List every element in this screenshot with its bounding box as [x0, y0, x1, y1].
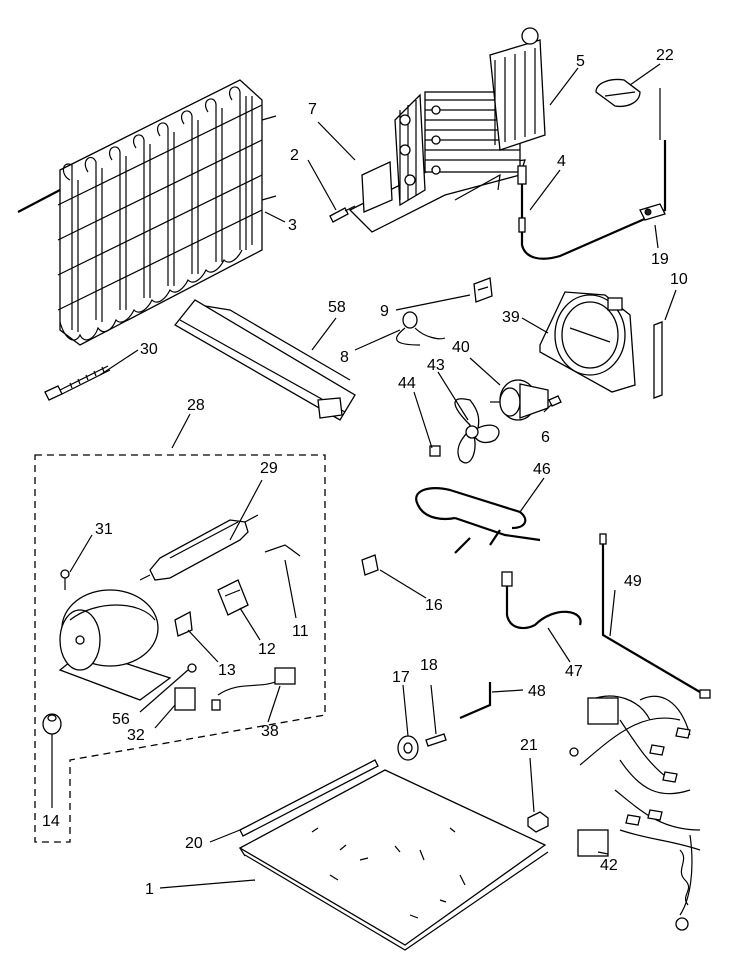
part-thermistor-8: [395, 311, 446, 346]
callout-13: 13: [218, 662, 236, 679]
callout-49: 49: [624, 573, 642, 590]
part-relay-12: [217, 579, 249, 616]
part-screw-6: [548, 395, 562, 407]
callout-28: 28: [187, 397, 205, 414]
part-fan-shroud: [539, 291, 636, 393]
part-bolt-30: [44, 365, 111, 401]
part-bracket-9: [473, 277, 493, 303]
part-tube-48: [459, 682, 492, 720]
callout-14: 14: [42, 813, 60, 830]
part-cap-22: [595, 78, 641, 108]
callout-31: 31: [95, 521, 113, 538]
part-nut-21: [527, 811, 549, 833]
part-wiring-harness: [569, 695, 701, 931]
part-fan-blade: [429, 398, 500, 464]
part-screw-2: [329, 205, 356, 223]
part-grommet-14: [42, 713, 62, 735]
callout-8: 8: [340, 349, 349, 366]
part-clip-19: [639, 203, 666, 221]
part-tube-47: [501, 571, 582, 630]
part-condenser-coil: [17, 79, 277, 346]
part-roller-17: [397, 735, 419, 761]
part-heater-wire: [517, 88, 667, 260]
part-screw-18: [425, 733, 447, 747]
part-tube-49: [599, 533, 711, 699]
callout-47: 47: [565, 663, 583, 680]
part-strip-10: [653, 321, 663, 399]
callout-22: 22: [656, 47, 674, 64]
callout-46: 46: [533, 461, 551, 478]
part-fan-motor: [490, 379, 549, 421]
callout-20: 20: [185, 835, 203, 852]
callout-4: 4: [557, 153, 566, 170]
part-drier: [139, 514, 259, 581]
callout-17: 17: [392, 669, 410, 686]
callout-labels: 1 2 3 4 5 6 7 8 9 10 11 12 13 14 16 17 1…: [42, 47, 688, 898]
part-wire-38: [211, 667, 296, 711]
callout-30: 30: [140, 341, 158, 358]
callout-38: 38: [261, 723, 279, 740]
callout-44: 44: [398, 375, 416, 392]
callout-42: 42: [600, 857, 618, 874]
callout-21: 21: [520, 737, 538, 754]
callout-16: 16: [425, 597, 443, 614]
callout-19: 19: [651, 251, 669, 268]
callout-32: 32: [127, 727, 145, 744]
callout-10: 10: [670, 271, 688, 288]
compressor-assembly-boundary: [34, 454, 326, 843]
callout-12: 12: [258, 641, 276, 658]
part-compressor: [58, 589, 172, 701]
part-clip-16: [361, 554, 379, 576]
callout-56: 56: [112, 711, 130, 728]
part-overload-13: [174, 610, 193, 637]
callout-43: 43: [427, 357, 445, 374]
callout-3: 3: [288, 217, 297, 234]
callout-58: 58: [328, 299, 346, 316]
callout-39: 39: [502, 309, 520, 326]
callout-11: 11: [292, 623, 309, 640]
callout-18: 18: [420, 657, 438, 674]
callout-2: 2: [290, 147, 299, 164]
callout-5: 5: [576, 53, 585, 70]
part-base-pan: [238, 769, 549, 951]
callout-48: 48: [528, 683, 546, 700]
callout-6: 6: [541, 429, 550, 446]
part-screw-56: [187, 663, 197, 673]
part-tube-loop: [415, 487, 541, 554]
part-drain-trough: [174, 299, 356, 421]
part-rail-20: [239, 759, 379, 837]
callout-1: 1: [145, 881, 154, 898]
callout-9: 9: [380, 303, 389, 320]
part-clip-11: [264, 544, 301, 557]
part-evaporator-assembly: [348, 27, 546, 233]
callout-7: 7: [308, 101, 317, 118]
part-bolt-31: [60, 569, 70, 590]
callout-40: 40: [452, 339, 470, 356]
callout-29: 29: [260, 460, 278, 477]
leader-lines: [51, 63, 677, 889]
part-capacitor-32: [174, 687, 196, 711]
